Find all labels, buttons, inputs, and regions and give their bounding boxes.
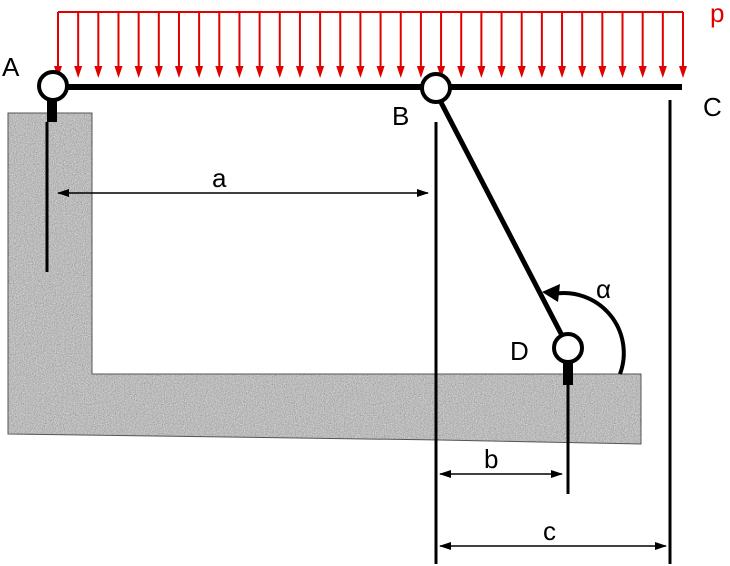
load-arrow-head	[517, 66, 526, 78]
load-arrow-head	[174, 66, 183, 78]
load-arrow-head	[316, 66, 325, 78]
load-arrow-head	[134, 66, 143, 78]
load-arrow-head	[295, 66, 304, 78]
label-c-point: C	[703, 92, 722, 122]
load-arrow-head	[74, 66, 83, 78]
label-dimension-b: b	[484, 444, 498, 474]
load-arrow-head	[215, 66, 224, 78]
label-load-p: p	[710, 0, 724, 28]
load-arrow-head	[94, 66, 103, 78]
hinge-d	[552, 332, 584, 364]
label-dimension-a: a	[212, 163, 227, 193]
load-arrow-head	[477, 66, 486, 78]
load-arrow-head	[457, 66, 466, 78]
load-arrow-head	[356, 66, 365, 78]
load-arrow-head	[437, 66, 446, 78]
label-d-point: D	[510, 336, 529, 366]
hinge-a	[37, 70, 69, 102]
ground-support	[7, 112, 642, 445]
load-arrow-head	[679, 66, 687, 78]
load-arrow-head	[537, 66, 546, 78]
distributed-load	[54, 11, 687, 78]
load-arrow-head	[497, 66, 506, 78]
load-arrow-head	[235, 66, 244, 78]
load-arrow-head	[416, 66, 425, 78]
angle-alpha-arrowhead	[542, 284, 560, 302]
load-arrow-head	[578, 66, 587, 78]
load-arrow-head	[154, 66, 163, 78]
load-arrow-head	[638, 66, 647, 78]
rod-bd	[430, 85, 571, 349]
angle-alpha-arc	[552, 291, 626, 375]
load-arrow-head	[336, 66, 345, 78]
load-arrow-head	[255, 66, 264, 78]
label-angle-alpha: α	[596, 274, 611, 304]
label-b-point: B	[392, 101, 409, 131]
load-arrow-head	[558, 66, 567, 78]
load-arrow-head	[598, 66, 607, 78]
load-arrow-head	[275, 66, 284, 78]
label-dimension-c: c	[543, 516, 556, 546]
label-a-point: A	[2, 52, 20, 82]
support-a-anchor	[47, 100, 57, 122]
load-arrow-head	[376, 66, 385, 78]
load-arrow-head	[658, 66, 667, 78]
load-arrow-head	[396, 66, 405, 78]
hinge-b	[420, 72, 452, 104]
load-arrow-head	[618, 66, 627, 78]
load-arrow-head	[114, 66, 123, 78]
load-arrow-head	[195, 66, 204, 78]
support-d-anchor	[563, 360, 573, 385]
